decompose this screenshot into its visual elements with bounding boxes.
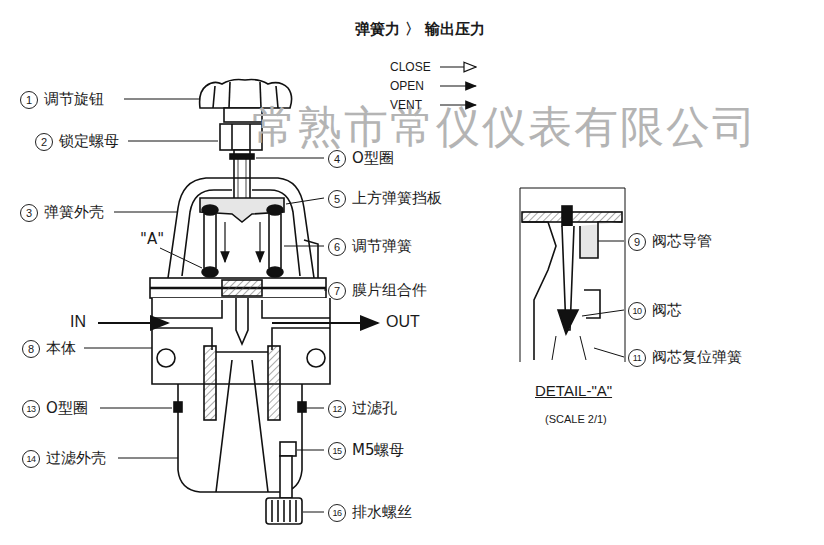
callout-number: 5 xyxy=(328,190,346,208)
part-label: O型圈 xyxy=(352,149,394,167)
callout-number: 4 xyxy=(328,150,346,168)
flow-label: IN xyxy=(70,313,86,331)
flow-label: OUT xyxy=(386,313,420,331)
callout-number: 14 xyxy=(22,450,40,468)
part-label: 过滤外壳 xyxy=(46,449,106,467)
part-label: 阀芯复位弹簧 xyxy=(652,348,742,366)
callout-number: 15 xyxy=(328,442,346,460)
callout-number: 6 xyxy=(328,238,346,256)
legend-text: OPEN xyxy=(390,79,424,93)
part-label: 调节旋钮 xyxy=(44,90,104,108)
part-label: "A" xyxy=(140,230,164,248)
part-label: O型圈 xyxy=(46,399,88,417)
callout-number: 3 xyxy=(20,204,38,222)
watermark: 常熟市常仪仪表有限公司 xyxy=(252,102,758,152)
callout-number: 10 xyxy=(628,302,646,320)
diagram-title: 弹簧力 〉 输出压力 xyxy=(355,20,485,38)
part-label: 阀芯导管 xyxy=(652,232,712,250)
part-label: 弹簧外壳 xyxy=(44,203,104,221)
callout-number: 8 xyxy=(22,340,40,358)
part-label: 过滤孔 xyxy=(352,399,397,417)
callout-number: 16 xyxy=(328,504,346,522)
scale-note: (SCALE 2/1) xyxy=(545,410,607,428)
part-label: 排水螺丝 xyxy=(352,503,412,521)
callout-number: 13 xyxy=(22,400,40,418)
callout-number: 7 xyxy=(328,282,346,300)
part-label: 锁定螺母 xyxy=(59,132,119,150)
part-label: 膜片组合件 xyxy=(352,281,427,299)
callout-number: 1 xyxy=(20,91,38,109)
legend-text: CLOSE xyxy=(390,60,431,74)
part-label: 阀芯 xyxy=(652,301,682,319)
legend-text: VENT xyxy=(390,98,422,112)
callout-number: 9 xyxy=(628,233,646,251)
part-label: M5螺母 xyxy=(352,441,405,459)
detail-title: DETAIL-"A" xyxy=(535,382,612,400)
callout-number: 11 xyxy=(628,349,646,367)
part-label: 本体 xyxy=(46,339,76,357)
callout-number: 2 xyxy=(35,133,53,151)
callout-number: 12 xyxy=(328,400,346,418)
part-label: 上方弹簧挡板 xyxy=(352,189,442,207)
part-label: 调节弹簧 xyxy=(352,237,412,255)
